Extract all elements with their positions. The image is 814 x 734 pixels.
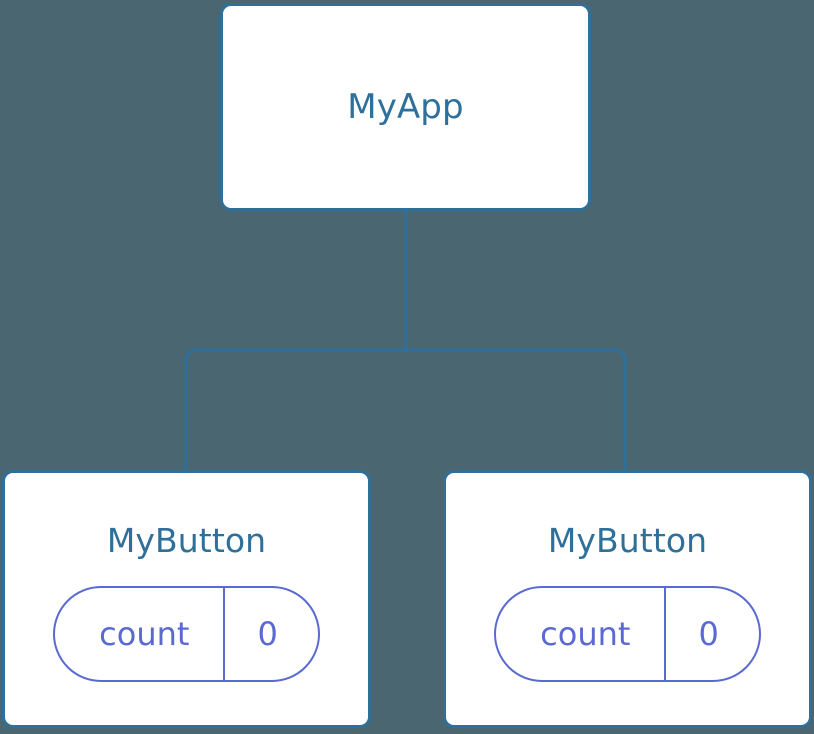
node-mybutton-2[interactable]: MyButton count 0 — [443, 470, 812, 728]
state-key-label-2: count — [496, 588, 667, 680]
state-value-label-1: 0 — [257, 615, 278, 653]
connector-children-bus — [184, 348, 627, 472]
node-myapp-title: MyApp — [347, 87, 464, 127]
node-mybutton-2-title: MyButton — [547, 521, 708, 560]
state-pill-count-2[interactable]: count 0 — [494, 586, 761, 682]
state-key-label-1: count — [55, 588, 226, 680]
node-myapp[interactable]: MyApp — [220, 3, 591, 211]
node-mybutton-1[interactable]: MyButton count 0 — [2, 470, 371, 728]
node-mybutton-1-title: MyButton — [106, 521, 267, 560]
state-pill-count-1[interactable]: count 0 — [53, 586, 320, 682]
state-value-label-2: 0 — [698, 615, 719, 653]
